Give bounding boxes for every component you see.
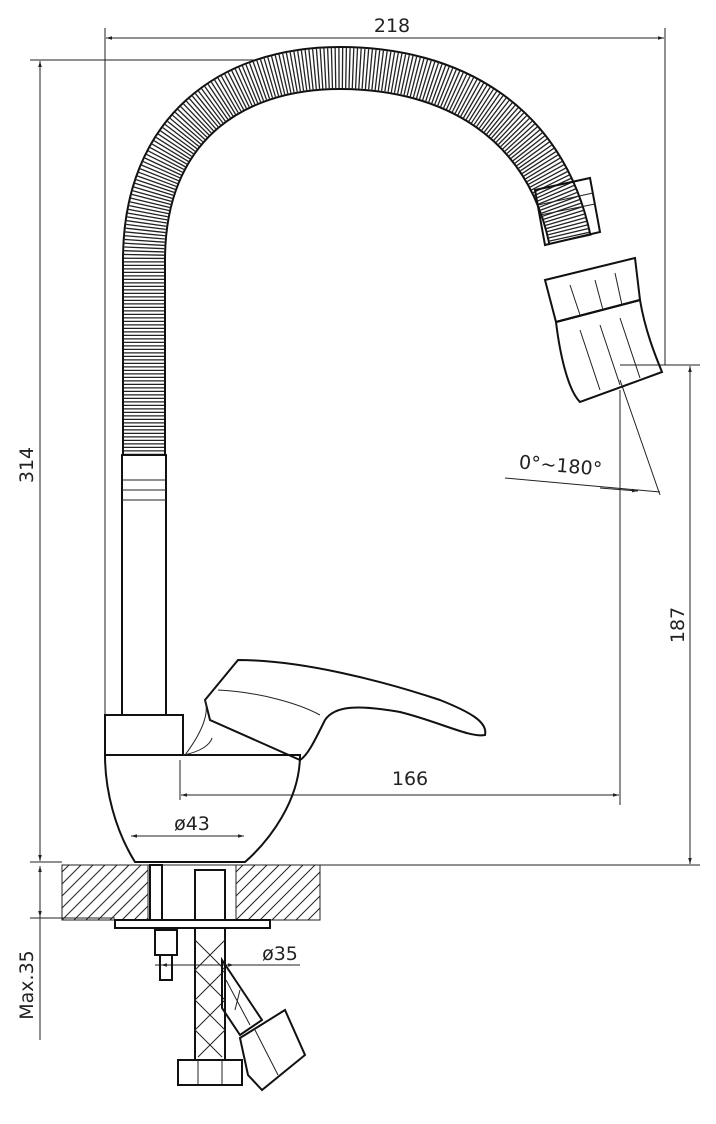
hatch-line [61, 864, 118, 921]
dimension-314: 314 [16, 61, 42, 861]
dimension-187: 187 [667, 366, 692, 864]
supply-hoses [177, 927, 307, 1092]
hatch-line [283, 883, 321, 921]
flexible-hose [122, 45, 592, 455]
faucet-column [121, 454, 167, 716]
hatch-line [97, 869, 149, 921]
hatch-line [235, 864, 244, 873]
dimension-label-314: 314 [16, 447, 38, 483]
dimension-166: 166 [179, 760, 619, 800]
hatch-line [235, 864, 268, 897]
hatch-line [85, 864, 142, 921]
hatch-line [271, 871, 321, 921]
hatch-line [235, 864, 292, 921]
dimension-label-166: 166 [392, 768, 428, 790]
hatch-line [121, 893, 149, 921]
hatch-line [61, 864, 94, 897]
dimension-label-218: 218 [374, 15, 410, 37]
faucet-body [103, 714, 302, 863]
dimension-label-187: 187 [667, 607, 689, 643]
hatch-line [109, 881, 149, 921]
spray-head [543, 256, 664, 404]
dimension-label-o35: ø35 [262, 943, 298, 965]
extension-lines [30, 28, 700, 919]
hatch-line [259, 864, 316, 921]
dimension-max35: Max.35 [16, 866, 42, 1040]
rotation-angle-annotation: 0°~180° [504, 379, 661, 496]
hatch-line [247, 864, 304, 921]
lever-handle [184, 658, 487, 762]
hatch-line [235, 864, 256, 885]
mounting-hardware [114, 864, 271, 981]
hatch-line [61, 864, 82, 885]
hatch-line [61, 864, 106, 909]
hose-coupling [533, 176, 602, 247]
hatch-line [73, 864, 130, 921]
hatch-line [235, 864, 280, 909]
dimension-o43: ø43 [131, 813, 244, 838]
dimension-label-o43: ø43 [174, 813, 210, 835]
hatch-line [295, 895, 321, 921]
rotation-angle-label: 0°~180° [518, 451, 603, 480]
dimension-label-max35: Max.35 [16, 950, 38, 1020]
countertop [61, 864, 321, 921]
hatch-line [133, 905, 149, 921]
hatch-line [307, 907, 321, 921]
dimension-218: 218 [106, 15, 664, 40]
hatch-line [61, 864, 70, 873]
